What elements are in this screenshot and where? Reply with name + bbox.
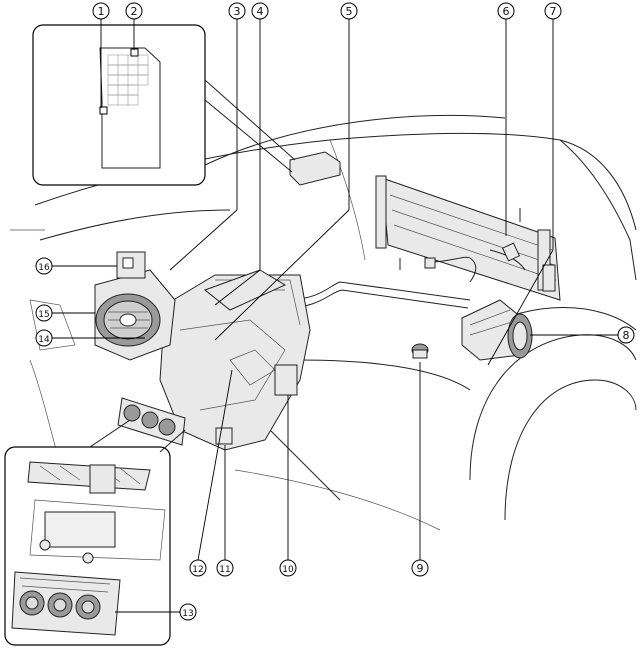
- callout-4: 4: [251, 2, 269, 20]
- callout-label-2: 2: [131, 5, 138, 18]
- sensor-9-part: [411, 343, 429, 359]
- callout-label-1: 1: [98, 5, 105, 18]
- callout-16: 16: [35, 257, 53, 275]
- climate-control-unit-installed: [117, 397, 186, 446]
- condenser: [375, 175, 561, 301]
- callout-3: 3: [228, 2, 246, 20]
- callout-14: 14: [35, 329, 53, 347]
- sensor-11-part: [215, 427, 233, 445]
- callout-label-16: 16: [38, 263, 50, 273]
- callout-label-13: 13: [182, 609, 193, 619]
- control-module: [289, 151, 341, 186]
- callout-10: 10: [279, 559, 297, 577]
- callout-label-11: 11: [219, 565, 230, 575]
- callout-6: 6: [497, 2, 515, 20]
- receiver-drier: [542, 264, 556, 292]
- hvac-unit: [159, 269, 311, 451]
- callout-label-14: 14: [38, 335, 50, 345]
- callout-1: 1: [92, 2, 110, 20]
- callout-12: 12: [189, 559, 207, 577]
- callout-label-15: 15: [38, 310, 49, 320]
- callout-label-7: 7: [550, 5, 557, 18]
- ac-compressor: [461, 299, 533, 361]
- refrigerant-pressure-sensor: [501, 242, 521, 262]
- leader-lines: [52, 18, 626, 613]
- callout-label-3: 3: [234, 5, 241, 18]
- callout-label-10: 10: [282, 565, 294, 575]
- callout-label-8: 8: [623, 329, 630, 342]
- callout-8: 8: [617, 326, 635, 344]
- dashboard-inset: [4, 419, 186, 646]
- callout-5: 5: [340, 2, 358, 20]
- callout-label-12: 12: [192, 565, 203, 575]
- blower-unit: [94, 269, 176, 361]
- callout-13: 13: [179, 603, 197, 621]
- callout-11: 11: [216, 559, 234, 577]
- callout-label-5: 5: [346, 5, 353, 18]
- callout-label-4: 4: [257, 5, 264, 18]
- fuse-block-inset: [32, 24, 296, 186]
- callout-label-6: 6: [503, 5, 510, 18]
- callout-7: 7: [544, 2, 562, 20]
- callout-2: 2: [125, 2, 143, 20]
- callout-label-9: 9: [417, 562, 424, 575]
- callout-15: 15: [35, 304, 53, 322]
- callout-9: 9: [411, 559, 429, 577]
- blower-relay: [116, 251, 146, 279]
